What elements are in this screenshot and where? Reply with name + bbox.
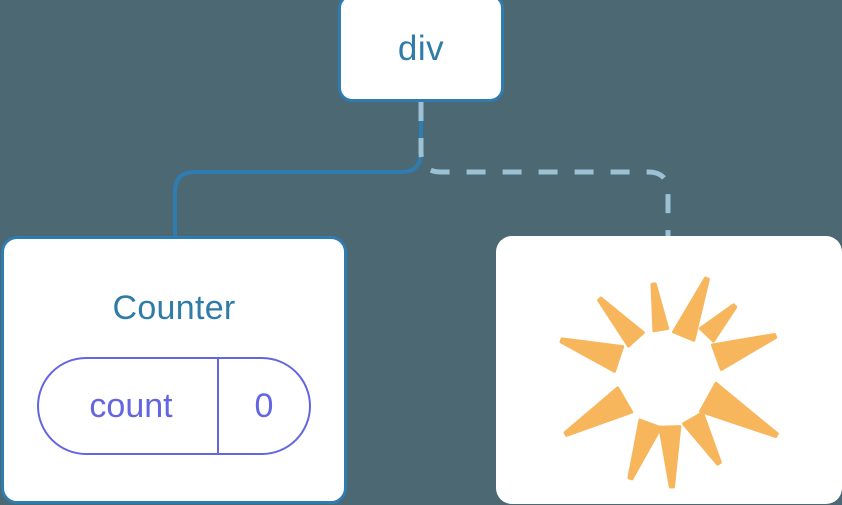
node-div[interactable]: div [338,0,504,102]
sparkle-ray-8 [699,381,779,438]
sparkle-ray-6 [658,425,682,489]
sparkle-ray-10 [698,303,738,343]
node-div-label: div [397,28,445,68]
state-pill-count[interactable]: count 0 [37,357,311,455]
sparkle-ray-9 [710,333,778,371]
node-counter-label: Counter [112,289,236,327]
sparkle-ray-1 [650,282,670,333]
sparkle-ray-5 [627,418,663,481]
node-sparkle[interactable] [496,236,842,504]
edge-div-to-sparkle [418,102,671,238]
state-value-label: 0 [217,359,309,453]
edge-div-to-counter [173,100,423,240]
sparkle-ray-0 [672,276,710,342]
sparkle-ray-3 [559,337,625,373]
state-key-label: count [89,387,173,425]
sparkle-burst-icon [559,276,779,489]
sparkle-ray-2 [597,296,645,348]
sparkle-ray-4 [563,386,634,437]
sparkle-ray-7 [682,411,722,466]
node-counter[interactable]: Counter count 0 [1,236,347,504]
